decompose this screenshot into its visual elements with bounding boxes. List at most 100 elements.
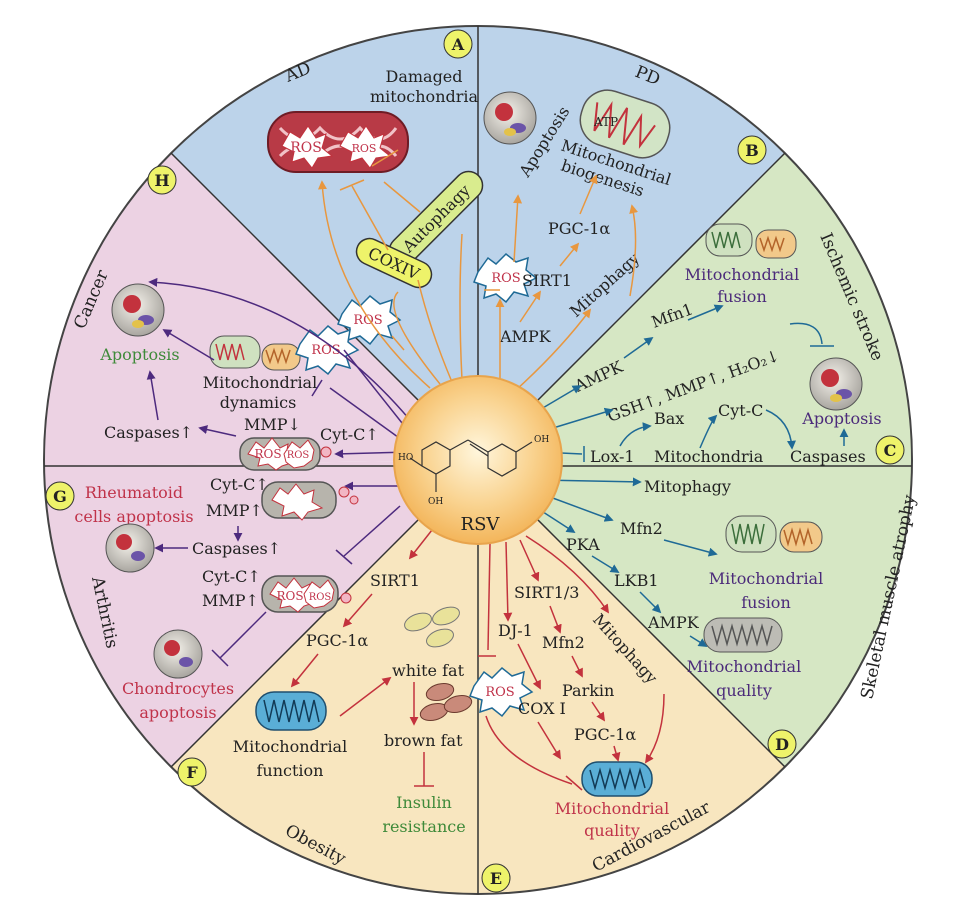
badge-b [737, 135, 767, 165]
badge-a-letter: A [451, 35, 465, 54]
quality-e-line1: Mitochondrial [555, 799, 669, 818]
dj1-e: DJ-1 [498, 621, 533, 640]
sirt1-b: SIRT1 [522, 271, 572, 290]
insulin-line2: resistance [382, 817, 465, 836]
damaged-mito-icon-g1 [261, 481, 359, 521]
mmp-h: MMP↓ [244, 415, 301, 434]
mitophagy-c: Mitophagy [644, 477, 731, 496]
arrows-f [290, 529, 434, 787]
insulin-line1: Insulin [396, 793, 452, 812]
ros-a3: ROS [353, 313, 382, 328]
function-line2: function [257, 761, 324, 780]
badge-h-letter: H [154, 171, 169, 190]
badge-b-letter: B [745, 141, 759, 160]
quality-mito-icon-e [581, 761, 653, 797]
parkin-e: Parkin [562, 681, 614, 700]
ros-a1: ROS [290, 140, 322, 156]
healthy-mito-icon [579, 89, 671, 159]
sirt1-f: SIRT1 [370, 571, 420, 590]
dynamics-line2: dynamics [220, 393, 297, 412]
apoptotic-cell-icon [483, 91, 537, 145]
sector-c: Ischemic stroke Mitochondrial fusion Mfn… [535, 223, 905, 496]
ros-g2: ROS [309, 592, 332, 603]
rsv-oh-bottom: OH [428, 497, 443, 507]
cytc-c: Cyt-C [718, 401, 763, 420]
function-line1: Mitochondrial [233, 737, 347, 756]
fusion-c-line2: fusion [717, 287, 767, 306]
rsv-ho: HO [398, 453, 413, 463]
pgc-f: PGC-1α [306, 631, 368, 650]
brown-fat-icon [419, 682, 473, 722]
ros-h3: ROS [287, 450, 310, 461]
quality-d-line2: quality [716, 681, 772, 700]
cox1-e: COX I [518, 699, 566, 718]
pgc-b: PGC-1α [548, 219, 610, 238]
badge-f [177, 757, 207, 787]
lox1-c: Lox-1 [590, 447, 635, 466]
mmp-g2: MMP↑ [202, 591, 259, 610]
badge-d [767, 729, 797, 759]
ros-burst-e: ROS [469, 666, 534, 718]
badge-e [481, 863, 511, 893]
ros-b: ROS [491, 271, 520, 286]
ros-a2: ROS [352, 142, 377, 155]
fusion-d-line2: fusion [741, 593, 791, 612]
cytc-h: Cyt-C↑ [320, 425, 379, 444]
pgc-e: PGC-1α [574, 725, 636, 744]
badge-a [443, 29, 473, 59]
sector-g: Arthritis G Rheumatoid cells apoptosis C… [45, 475, 410, 722]
badge-g [45, 481, 75, 511]
damaged-mito-icon-h [239, 437, 332, 471]
arrows-e [478, 535, 665, 791]
apoptosis-c: Apoptosis [801, 409, 881, 428]
caspases-h: Caspases↑ [104, 423, 193, 442]
apoptosis-h: Apoptosis [99, 345, 179, 364]
fusion-c-line1: Mitochondrial [685, 265, 799, 284]
apoptotic-cell-icon-g2 [153, 629, 203, 679]
function-mito-icon [255, 691, 327, 731]
apoptotic-cell-icon-g1 [105, 523, 155, 573]
lkb1-d: LKB1 [614, 571, 659, 590]
ros-h1: ROS [311, 343, 340, 358]
rsv-center: HO OH OH RSV [393, 375, 563, 545]
arrows-b [484, 174, 639, 391]
mfn2-e: Mfn2 [542, 633, 585, 652]
ros-e: ROS [485, 685, 514, 700]
badge-c [875, 435, 905, 465]
atp-label: ATP [593, 115, 618, 129]
badge-h [147, 165, 177, 195]
pka-d: PKA [566, 535, 600, 554]
ampk-b: AMPK [499, 327, 552, 346]
dynamics-mito-icon [209, 335, 301, 371]
quality-e-line2: quality [584, 821, 640, 840]
fusion-d-line1: Mitochondrial [709, 569, 823, 588]
chondro-line2: apoptosis [139, 703, 216, 722]
apoptotic-cell-icon-h [111, 283, 165, 337]
badge-d-letter: D [775, 735, 789, 754]
badge-f-letter: F [186, 763, 198, 782]
apoptotic-cell-icon-c [809, 357, 863, 411]
caspases-c: Caspases [790, 447, 866, 466]
ampk-d: AMPK [647, 613, 700, 632]
sector-f-bg [171, 460, 478, 895]
cytc-g2: Cyt-C↑ [202, 567, 261, 586]
chondro-line1: Chondrocytes [122, 679, 234, 698]
white-fat: white fat [392, 661, 465, 680]
sector-c-bg [478, 153, 913, 466]
rsv-structure [409, 439, 533, 492]
mitochondria-c: Mitochondria [654, 447, 764, 466]
ros-g1: ROS [276, 589, 303, 603]
white-fat-icon [404, 606, 460, 648]
damaged-mito-icon [267, 111, 409, 173]
damaged-mito-icon-g2 [261, 575, 352, 613]
damaged-line1: Damaged [385, 67, 462, 86]
sector-f: Obesity SIRT1 PGC-1α white fat brown fat… [177, 529, 473, 869]
brown-fat: brown fat [384, 731, 463, 750]
ros-h2: ROS [254, 447, 281, 461]
quality-mito-icon-d [703, 617, 783, 653]
mfn2-d: Mfn2 [620, 519, 663, 538]
arrows-a [318, 149, 463, 389]
sirt13-e: SIRT1/3 [514, 583, 579, 602]
